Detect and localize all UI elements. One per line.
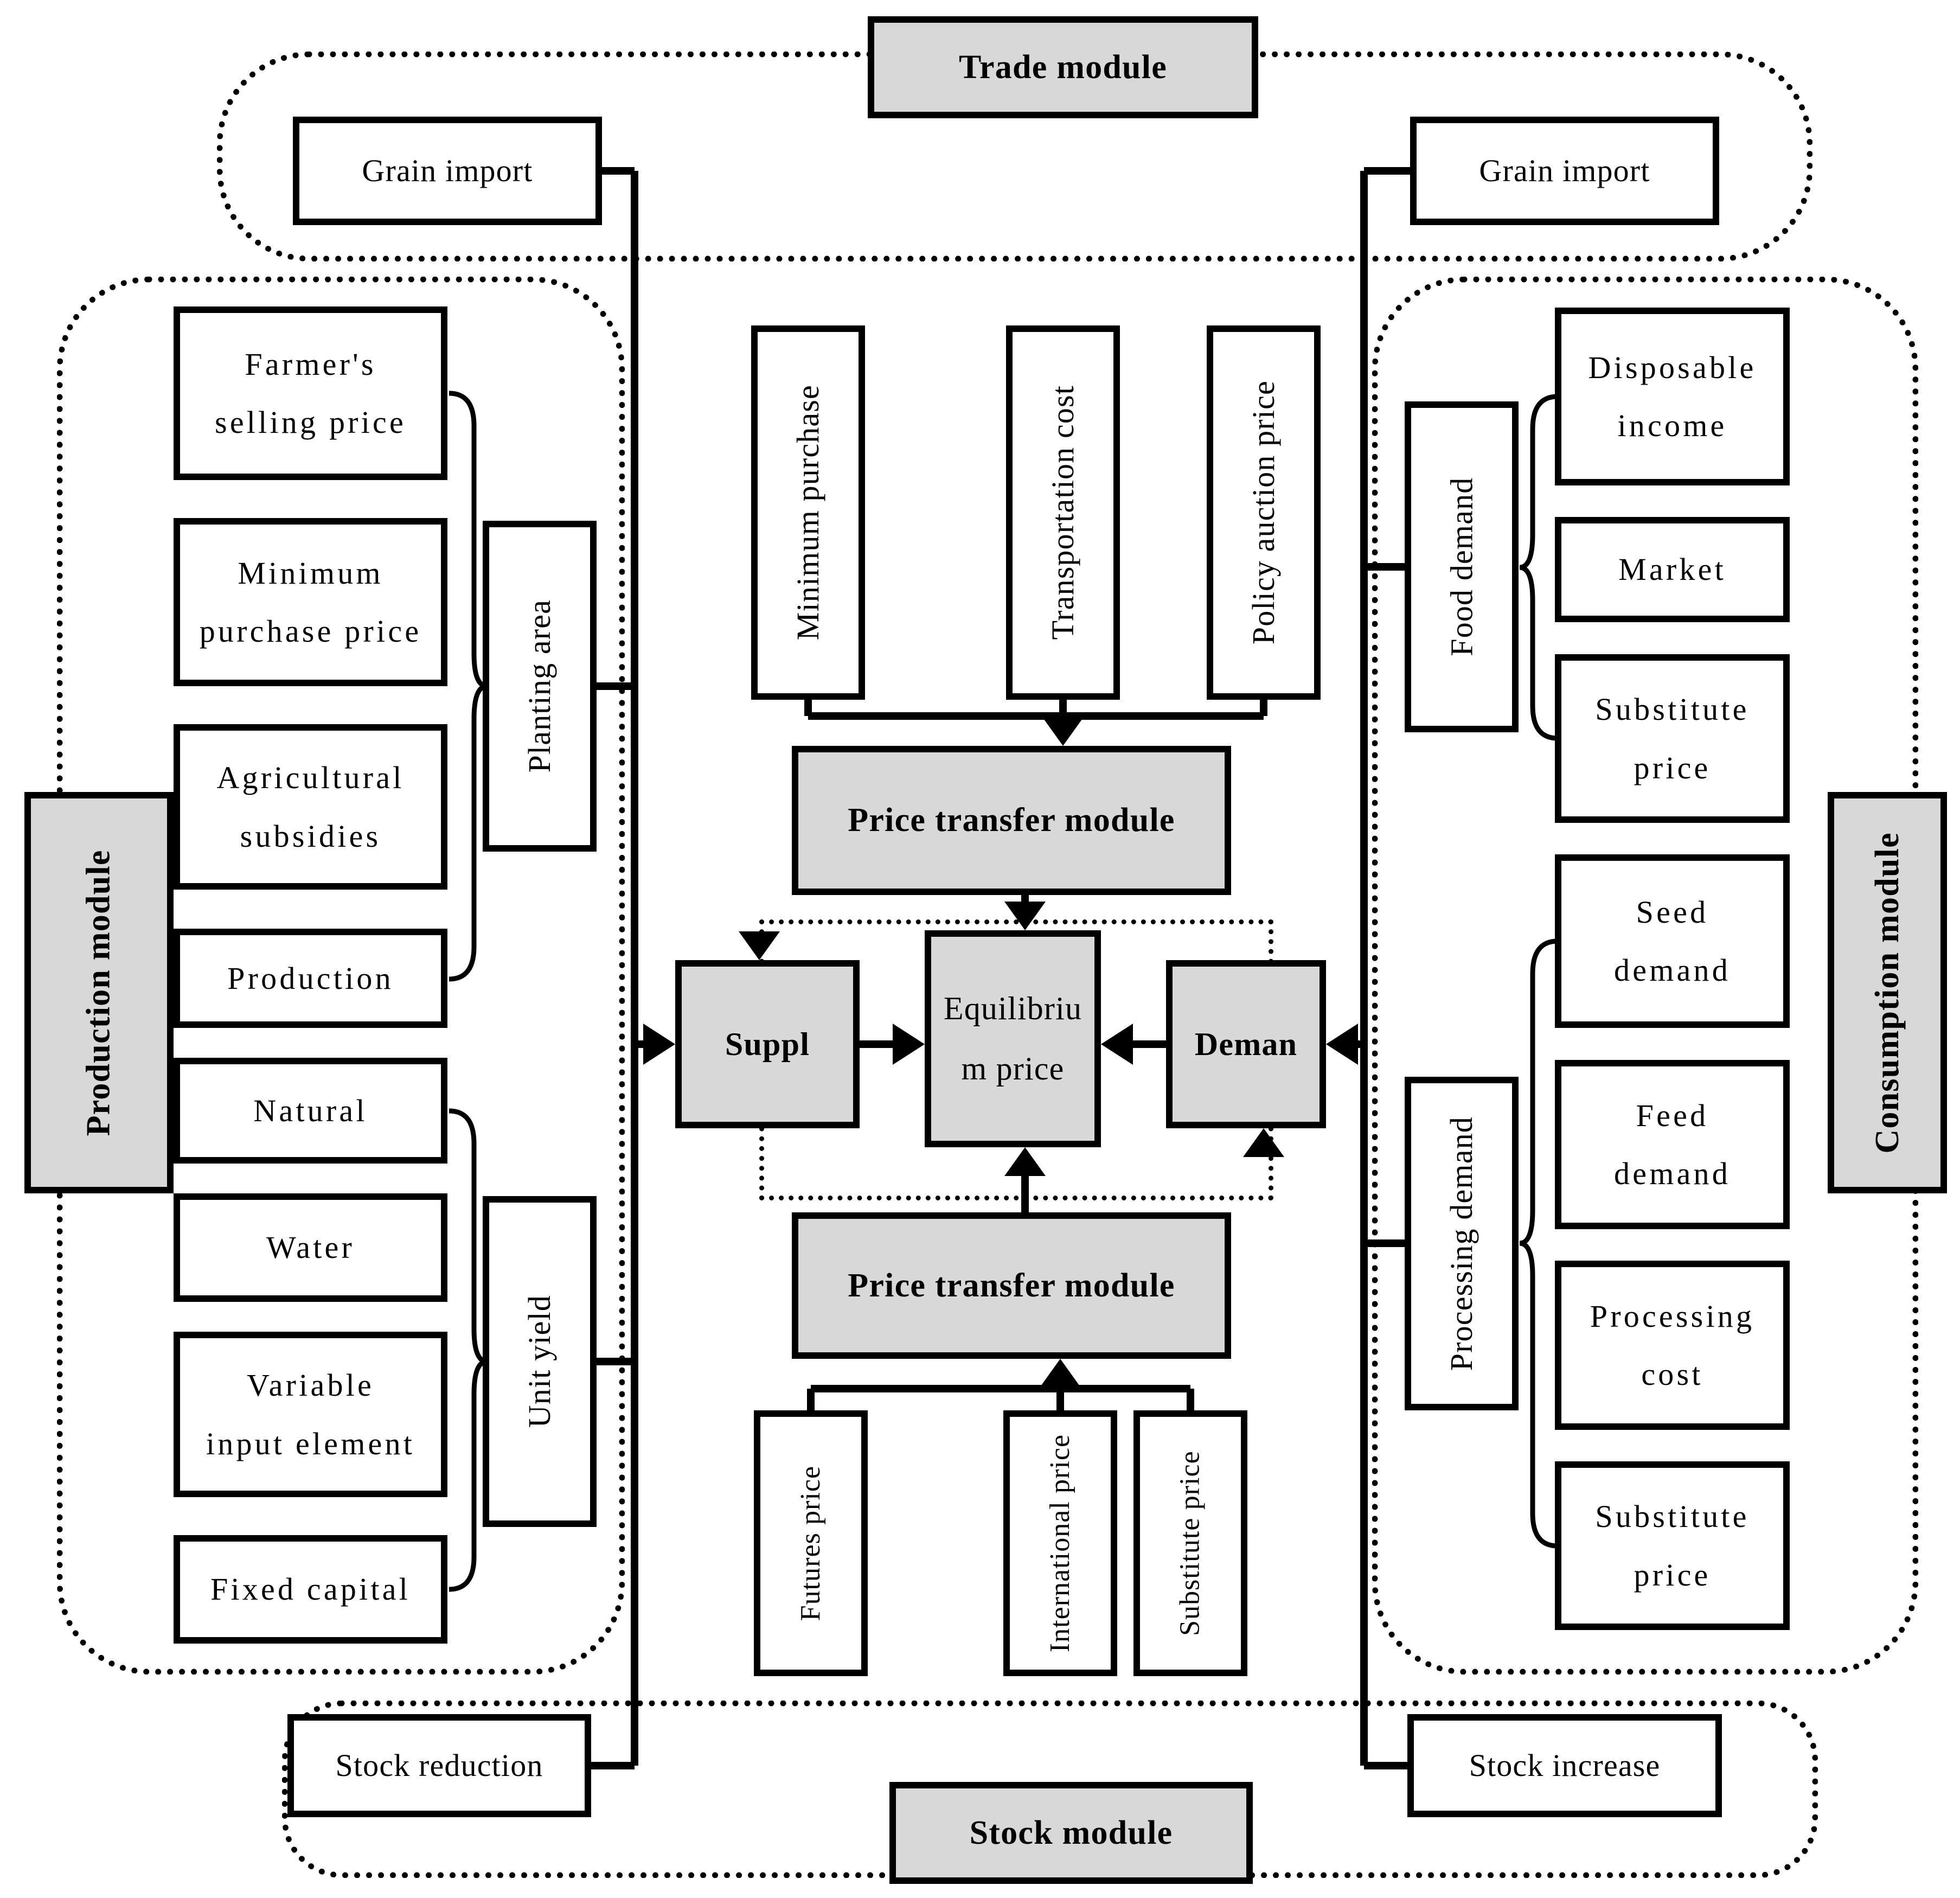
futures-price-input-box: Futures price (754, 1410, 868, 1676)
processing-demand-box: Processing demand (1405, 1077, 1519, 1410)
agricultural-subsidies-box: Agricultural subsidies (174, 724, 447, 890)
unit-yield-box: Unit yield (483, 1196, 597, 1527)
top-bracket-arrowhead (1042, 717, 1084, 746)
water-box: Water (174, 1193, 447, 1302)
consumption-module-text: Consumption module (1868, 832, 1906, 1154)
processing-demand-text: Processing demand (1444, 1116, 1479, 1371)
production-module-text: Production module (80, 849, 118, 1136)
supply-to-equilibrium-arrowhead (893, 1024, 925, 1065)
stock-module-label: Stock module (889, 1782, 1253, 1884)
unit-yield-brace (449, 1108, 488, 1592)
stock-increase-box: Stock increase (1407, 1714, 1722, 1817)
trade-module-label: Trade module (868, 16, 1258, 118)
substitute-price-input-text: Substitute price (1174, 1450, 1206, 1636)
processing-demand-brace (1519, 938, 1558, 1549)
minimum-purchase-input-box: Minimum purchase (751, 325, 865, 700)
natural-box: Natural (174, 1058, 447, 1164)
planting-area-brace (449, 391, 488, 982)
stock-reduction-box: Stock reduction (287, 1714, 591, 1817)
price-transfer-module-top-box: Price transfer module (792, 746, 1231, 895)
futures-price-input-text: Futures price (795, 1465, 826, 1621)
ptm-top-to-equilibrium-arrowhead (1004, 902, 1046, 930)
grain-import-right-box: Grain import (1410, 117, 1719, 225)
transportation-cost-input-box: Transportation cost (1006, 325, 1120, 700)
demand-to-equilibrium-arrowhead (1101, 1024, 1133, 1065)
planting-area-text: Planting area (522, 599, 558, 773)
processing-cost-box: Processing cost (1555, 1261, 1790, 1430)
minimum-purchase-price-box: Minimum purchase price (174, 518, 447, 686)
transportation-cost-input-text: Transportation cost (1045, 385, 1081, 640)
variable-input-element-box: Variable input element (174, 1332, 447, 1497)
supply-box: Suppl (675, 960, 860, 1128)
loop-to-supply-arrowhead (739, 931, 780, 960)
demand-arrowhead (1326, 1024, 1358, 1065)
production-module-label: Production module (24, 792, 174, 1193)
planting-area-box: Planting area (483, 521, 597, 852)
feed-demand-box: Feed demand (1555, 1060, 1790, 1229)
grain-import-left-box: Grain import (293, 117, 602, 225)
supply-arrowhead (643, 1024, 675, 1065)
substitute-price-food-box: Substitute price (1555, 654, 1790, 823)
seed-demand-box: Seed demand (1555, 854, 1790, 1028)
equilibrium-price-box: Equilibriu m price (925, 930, 1101, 1147)
ptm-bottom-to-equilibrium-arrowhead (1004, 1147, 1046, 1176)
food-demand-text: Food demand (1444, 477, 1479, 657)
consumption-module-label: Consumption module (1828, 792, 1947, 1193)
production-box: Production (174, 929, 447, 1028)
minimum-purchase-input-text: Minimum purchase (790, 385, 826, 641)
disposable-income-box: Disposable income (1555, 308, 1790, 485)
substitute-price-processing-box: Substitute price (1555, 1461, 1790, 1630)
international-price-input-text: International price (1044, 1434, 1075, 1653)
fixed-capital-box: Fixed capital (174, 1535, 447, 1644)
food-demand-brace (1519, 394, 1558, 741)
policy-auction-price-input-text: Policy auction price (1246, 380, 1282, 645)
substitute-price-input-box: Substitute price (1133, 1410, 1247, 1676)
demand-box: Deman (1166, 960, 1326, 1128)
international-price-input-box: International price (1003, 1410, 1117, 1676)
bottom-bracket-arrowhead (1040, 1359, 1081, 1388)
price-transfer-module-bottom-box: Price transfer module (792, 1212, 1231, 1359)
unit-yield-text: Unit yield (522, 1295, 558, 1428)
policy-auction-price-input-box: Policy auction price (1207, 325, 1321, 700)
farmers-selling-price-box: Farmer's selling price (174, 306, 447, 480)
food-demand-box: Food demand (1405, 401, 1519, 732)
loop-to-demand-arrowhead (1243, 1128, 1284, 1157)
market-box: Market (1555, 517, 1790, 622)
